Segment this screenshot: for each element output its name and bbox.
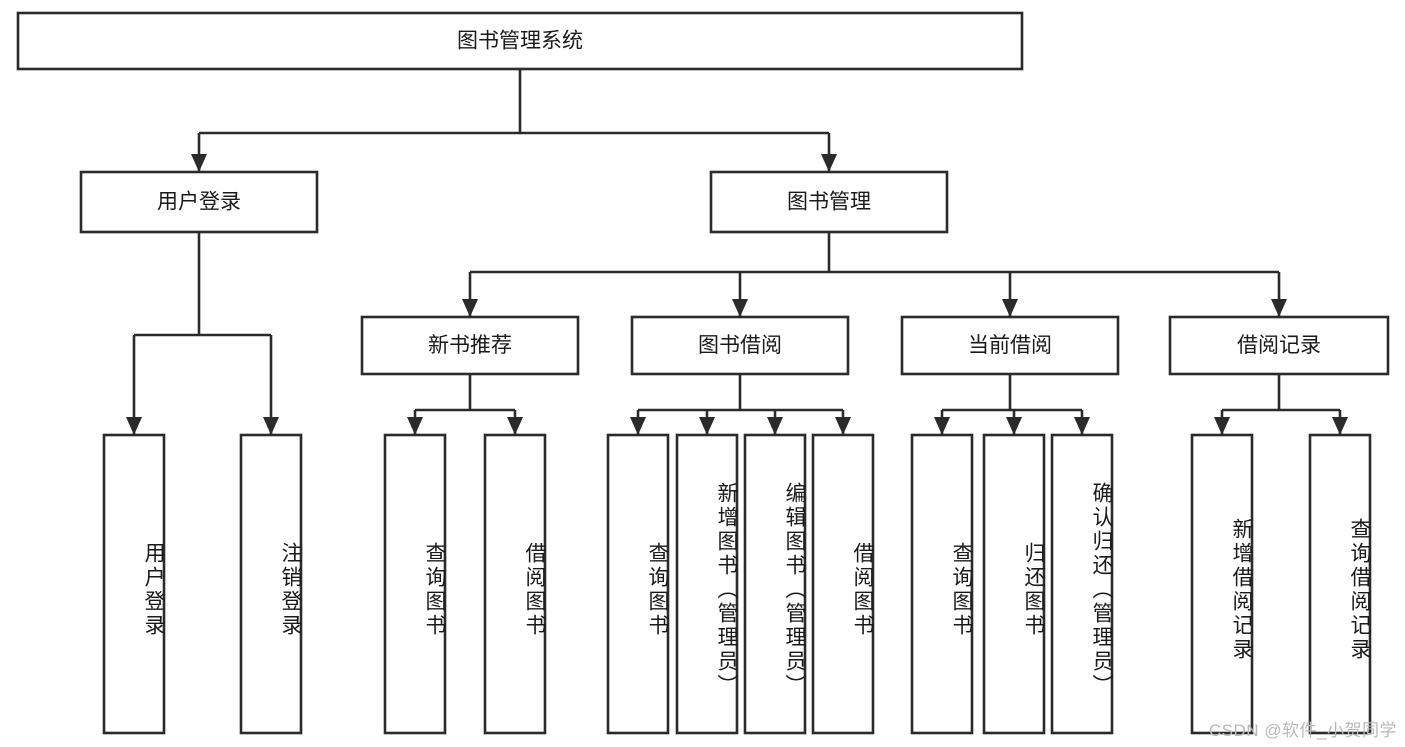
node-box-leaf-borrow-book-recommend[interactable] bbox=[483, 433, 547, 735]
node-box-leaf-logout[interactable] bbox=[239, 433, 303, 735]
arrow-head-icon bbox=[934, 417, 950, 435]
node-label-root: 图书管理系统 bbox=[457, 30, 583, 53]
node-boxes bbox=[16, 11, 1390, 735]
arrow-head-icon bbox=[191, 154, 207, 172]
arrow-head-icon bbox=[407, 417, 423, 435]
node-box-leaf-query-book-recommend[interactable] bbox=[383, 433, 447, 735]
node-box-leaf-add-borrow-record[interactable] bbox=[1190, 433, 1254, 735]
arrow-head-icon bbox=[507, 417, 523, 435]
csdn-watermark: CSDN @软件_小贺同学 bbox=[1208, 721, 1397, 740]
node-label-current-borrow: 当前借阅 bbox=[968, 334, 1052, 357]
node-box-book-manage[interactable] bbox=[709, 170, 949, 234]
arrow-head-icon bbox=[1006, 417, 1022, 435]
node-label-book-manage: 图书管理 bbox=[787, 191, 871, 214]
node-box-current-borrow[interactable] bbox=[900, 315, 1120, 376]
node-box-leaf-edit-book[interactable] bbox=[743, 433, 807, 735]
node-box-leaf-user-login[interactable] bbox=[102, 433, 166, 735]
node-label-new-book-recommend: 新书推荐 bbox=[428, 334, 512, 357]
arrow-head-icon bbox=[835, 417, 851, 435]
node-box-borrow-records[interactable] bbox=[1168, 315, 1390, 376]
arrow-head-icon bbox=[1332, 417, 1348, 435]
arrow-head-icon bbox=[263, 417, 279, 435]
arrow-head-icon bbox=[1271, 299, 1287, 317]
node-box-leaf-add-book[interactable] bbox=[675, 433, 739, 735]
node-box-book-borrow[interactable] bbox=[630, 315, 850, 376]
arrow-head-icon bbox=[732, 299, 748, 317]
node-box-leaf-query-book-current[interactable] bbox=[910, 433, 974, 735]
node-box-root-root[interactable] bbox=[16, 11, 1024, 71]
arrow-head-icon bbox=[630, 417, 646, 435]
arrow-head-icon bbox=[126, 417, 142, 435]
arrow-head-icon bbox=[462, 299, 478, 317]
node-box-new-book-recommend[interactable] bbox=[360, 315, 580, 376]
node-box-leaf-confirm-return[interactable] bbox=[1050, 433, 1114, 735]
arrow-head-icon bbox=[1214, 417, 1230, 435]
arrow-head-icon bbox=[1002, 299, 1018, 317]
connector-edges bbox=[126, 69, 1348, 435]
arrow-head-icon bbox=[699, 417, 715, 435]
arrow-head-icon bbox=[767, 417, 783, 435]
node-box-leaf-borrow-book[interactable] bbox=[811, 433, 875, 735]
node-box-leaf-return-book[interactable] bbox=[982, 433, 1046, 735]
node-label-borrow-records: 借阅记录 bbox=[1237, 334, 1321, 357]
node-box-leaf-query-borrow-record[interactable] bbox=[1308, 433, 1372, 735]
arrow-head-icon bbox=[1074, 417, 1090, 435]
arrow-head-icon bbox=[821, 154, 837, 172]
node-label-book-borrow: 图书借阅 bbox=[698, 334, 782, 357]
node-label-user-login: 用户登录 bbox=[157, 191, 241, 214]
node-box-leaf-query-book-borrow[interactable] bbox=[606, 433, 670, 735]
node-box-user-login[interactable] bbox=[79, 170, 319, 234]
